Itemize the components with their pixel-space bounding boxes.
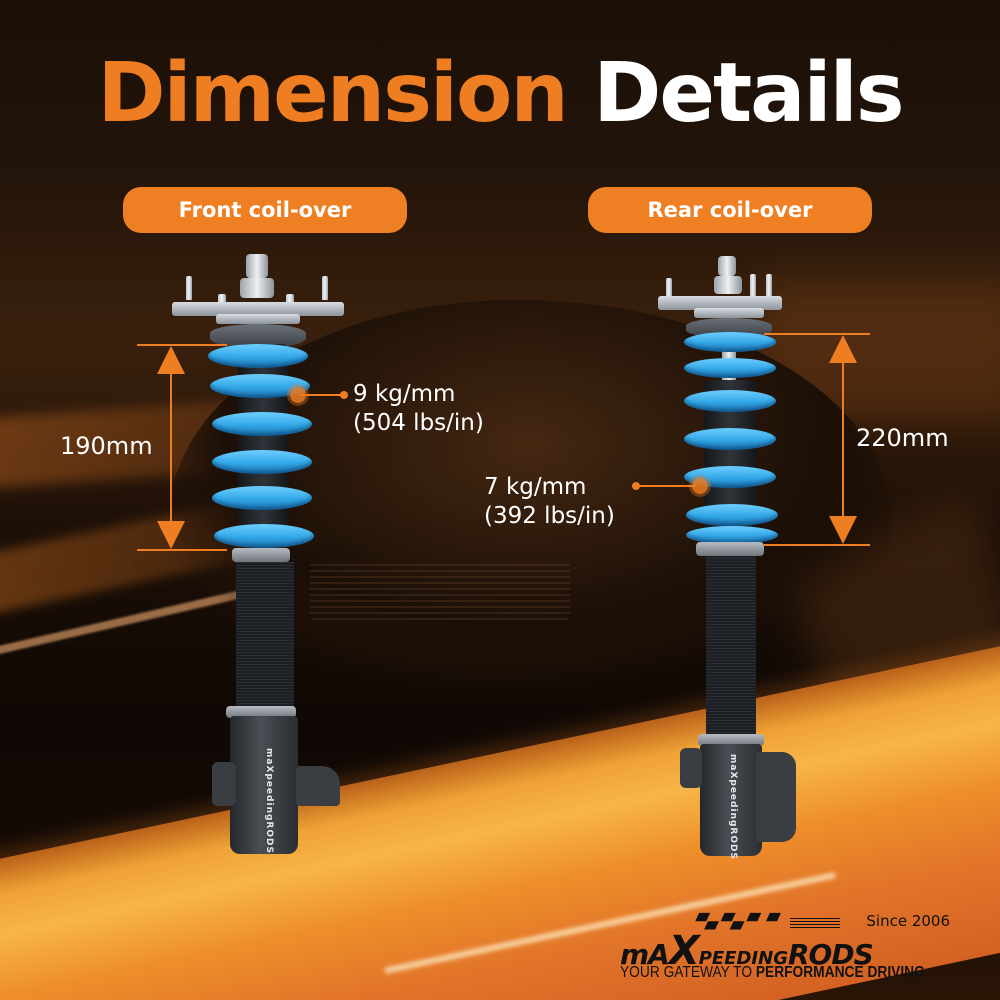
tagline-light: YOUR GATEWAY TO bbox=[620, 964, 756, 981]
callout-leader-line bbox=[300, 394, 344, 396]
speed-lines-icon bbox=[790, 916, 840, 928]
rear-spring-rate: 7 kg/mm (392 lbs/in) bbox=[484, 473, 615, 531]
spring-coil bbox=[212, 412, 312, 436]
spring-coil bbox=[686, 526, 778, 544]
rear-spring-length: 220mm bbox=[856, 424, 949, 452]
callout-leader-line bbox=[636, 485, 696, 487]
brand-name-x: X bbox=[668, 928, 700, 974]
sway-bracket bbox=[680, 748, 702, 788]
mount-stud bbox=[766, 274, 772, 298]
dimension-line-top bbox=[137, 344, 227, 346]
front-spring-rate: 9 kg/mm (504 lbs/in) bbox=[353, 380, 484, 438]
spring-coil bbox=[684, 358, 776, 378]
arrow-down-icon bbox=[157, 521, 185, 549]
top-mount-hub bbox=[216, 314, 300, 324]
spring-coil bbox=[212, 450, 312, 474]
top-nut bbox=[714, 276, 742, 294]
adjuster-knob bbox=[718, 256, 736, 276]
brand-decal: maXpeedingRODS bbox=[264, 748, 274, 854]
spring-coil bbox=[212, 486, 312, 510]
mount-stud bbox=[218, 294, 226, 304]
brand-name-rods: RODS bbox=[787, 938, 874, 971]
strut-housing bbox=[700, 744, 762, 856]
lower-collar bbox=[232, 548, 290, 562]
brand-logo: ▀▄▀▄▀ ▀ Since 2006 mAXPEEDINGRODS YOUR G… bbox=[620, 912, 950, 984]
dimension-line-vertical bbox=[842, 360, 844, 520]
top-mount-plate bbox=[658, 296, 782, 310]
brand-name: mAXPEEDINGRODS bbox=[620, 928, 874, 974]
strut-housing bbox=[230, 716, 298, 854]
spring-coil bbox=[684, 390, 776, 412]
lock-ring bbox=[698, 734, 764, 746]
mount-stud bbox=[322, 276, 328, 300]
lock-ring bbox=[226, 706, 296, 718]
arrow-up-icon bbox=[157, 346, 185, 374]
top-mount-plate bbox=[172, 302, 344, 316]
brand-tagline: YOUR GATEWAY TO PERFORMANCE DRIVING bbox=[620, 964, 925, 982]
mount-stud bbox=[666, 278, 672, 300]
rear-spring-rate-metric: 7 kg/mm bbox=[484, 474, 587, 500]
rear-spring-rate-imperial: (392 lbs/in) bbox=[484, 503, 615, 529]
knuckle-bracket bbox=[756, 752, 796, 842]
page-title: Dimension Details bbox=[0, 46, 1000, 142]
spring-coil bbox=[686, 504, 778, 526]
mount-stud bbox=[750, 274, 756, 298]
sway-bracket bbox=[212, 762, 236, 806]
top-mount-hub bbox=[694, 308, 764, 318]
callout-marker bbox=[290, 387, 306, 403]
spring-coil bbox=[208, 344, 308, 368]
front-spring-rate-imperial: (504 lbs/in) bbox=[353, 410, 484, 436]
tagline-bold: PERFORMANCE DRIVING bbox=[755, 964, 925, 981]
top-nut bbox=[240, 278, 274, 298]
brand-name-peeding: PEEDING bbox=[698, 948, 788, 969]
arrow-down-icon bbox=[829, 516, 857, 544]
front-spring-length: 190mm bbox=[60, 432, 153, 460]
brand-decal: maXpeedingRODS bbox=[728, 754, 738, 860]
adjuster-knob bbox=[246, 254, 268, 278]
title-part-orange: Dimension bbox=[97, 46, 568, 141]
dimension-line-bottom bbox=[137, 549, 227, 551]
brand-name-ma: mA bbox=[620, 938, 670, 971]
threaded-body bbox=[706, 556, 756, 738]
arrow-up-icon bbox=[829, 335, 857, 363]
spring-coil bbox=[684, 332, 776, 352]
callout-dot bbox=[340, 391, 348, 399]
spring-coil bbox=[214, 524, 314, 548]
rear-coilover-label: Rear coil-over bbox=[588, 187, 872, 233]
dimension-line-top bbox=[764, 333, 870, 335]
front-spring-rate-metric: 9 kg/mm bbox=[353, 381, 456, 407]
brake-line-bracket bbox=[296, 766, 340, 806]
threaded-body bbox=[236, 562, 294, 712]
dimension-line-vertical bbox=[170, 372, 172, 524]
dimension-line-bottom bbox=[764, 544, 870, 546]
front-coilover-label: Front coil-over bbox=[123, 187, 407, 233]
title-part-white: Details bbox=[593, 46, 904, 141]
since-year: Since 2006 bbox=[866, 912, 950, 930]
lower-collar bbox=[696, 542, 764, 556]
car-grille bbox=[310, 560, 570, 620]
spring-coil bbox=[684, 428, 776, 450]
mount-stud bbox=[286, 294, 294, 304]
mount-stud bbox=[186, 276, 192, 300]
callout-marker bbox=[692, 478, 708, 494]
